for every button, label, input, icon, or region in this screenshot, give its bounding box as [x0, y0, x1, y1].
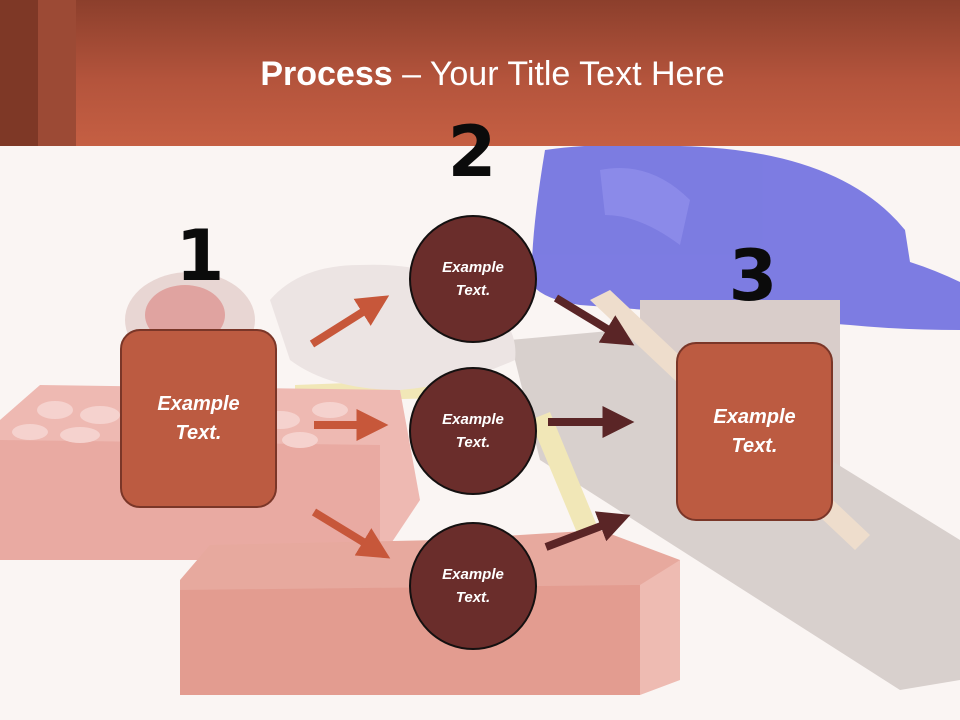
page-title: Process – Your Title Text Here	[0, 52, 960, 96]
header-accent-band	[0, 0, 38, 146]
circle-middle-label: Example Text.	[442, 411, 504, 451]
circle-middle: Example Text.	[409, 367, 537, 495]
step-1-label: Example Text.	[157, 392, 240, 444]
step-1-box: Example Text.	[120, 329, 277, 508]
title-bar: Process – Your Title Text Here	[0, 0, 960, 146]
circle-bottom-label: Example Text.	[442, 566, 504, 606]
step-3-box: Example Text.	[676, 342, 833, 521]
header-accent-band	[38, 0, 76, 146]
title-rest-part: – Your Title Text Here	[392, 55, 725, 93]
hard-hat-icon	[531, 146, 960, 330]
step-number-2: 2	[447, 111, 497, 193]
circle-top: Example Text.	[409, 215, 537, 343]
circle-bottom: Example Text.	[409, 522, 537, 650]
step-number-1: 1	[175, 215, 225, 297]
step-3-label: Example Text.	[713, 405, 796, 457]
circle-top-label: Example Text.	[442, 259, 504, 299]
title-bold-part: Process	[260, 55, 393, 93]
step-number-3: 3	[728, 235, 778, 317]
